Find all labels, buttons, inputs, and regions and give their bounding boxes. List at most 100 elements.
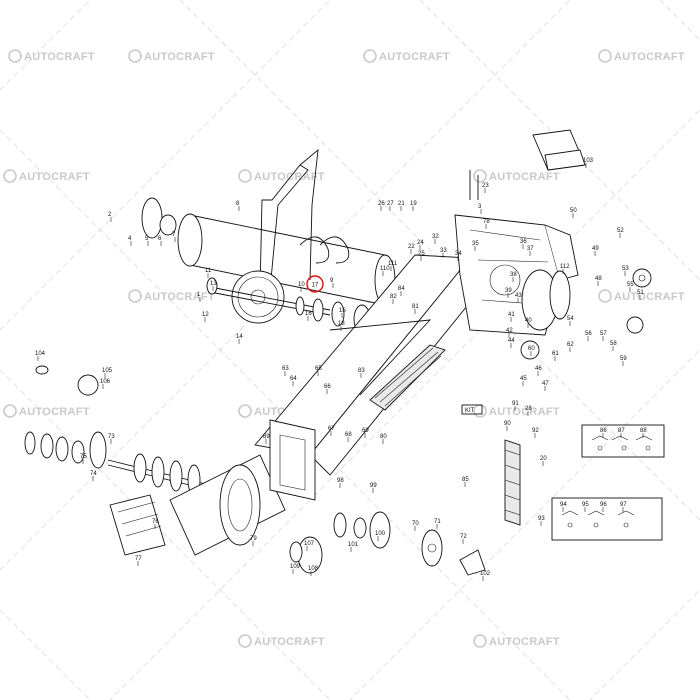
part-number-23: 23 — [482, 183, 489, 189]
part-number-21: 21 — [398, 201, 405, 207]
part-number-35: 35 — [472, 241, 479, 247]
part-number-45: 45 — [520, 376, 527, 382]
part-number-49: 49 — [592, 246, 599, 252]
part-number-77: 77 — [135, 556, 142, 562]
part-number-60: 60 — [528, 346, 535, 352]
part-number-97: 97 — [620, 502, 627, 508]
watermark: AUTOCRAFT — [473, 634, 560, 648]
part-number-85: 85 — [462, 477, 469, 483]
part-number-6: 6 — [158, 236, 162, 242]
watermark-logo-icon — [363, 49, 377, 63]
part-number-54: 54 — [567, 316, 574, 322]
part-number-27: 27 — [387, 201, 394, 207]
watermark-text: AUTOCRAFT — [144, 291, 215, 303]
part-number-4: 4 — [128, 236, 132, 242]
watermark-logo-icon — [8, 49, 22, 63]
part-number-53: 53 — [622, 266, 629, 272]
part-number-8: 8 — [236, 201, 240, 207]
watermark-logo-icon — [128, 289, 142, 303]
part-number-61: 61 — [552, 351, 559, 357]
discharge-chute — [469, 129, 586, 200]
main-frame-boom — [254, 254, 481, 476]
part-number-26: 26 — [378, 201, 385, 207]
part-number-64: 64 — [290, 376, 297, 382]
part-number-71: 71 — [434, 519, 441, 525]
watermark-logo-icon — [473, 404, 487, 418]
part-number-74: 74 — [90, 471, 97, 477]
watermark-text: AUTOCRAFT — [489, 171, 560, 183]
watermark-text: AUTOCRAFT — [489, 636, 560, 648]
part-number-69: 69 — [362, 428, 369, 434]
part-number-19: 19 — [410, 201, 417, 207]
part-number-107: 107 — [304, 541, 315, 547]
part-number-81: 81 — [412, 304, 419, 310]
kit-text: KIT — [465, 408, 475, 414]
watermark: AUTOCRAFT — [8, 49, 95, 63]
watermark-text: AUTOCRAFT — [379, 51, 450, 63]
part-number-5: 5 — [145, 236, 149, 242]
part-number-38: 38 — [510, 272, 517, 278]
part-number-46: 46 — [535, 366, 542, 372]
part-number-56: 56 — [585, 331, 592, 337]
part-number-92: 92 — [532, 428, 539, 434]
part-number-104: 104 — [35, 351, 46, 357]
part-number-110: 110 — [380, 266, 390, 272]
part-number-99: 99 — [370, 483, 377, 489]
highlight-callout-number: 17 — [312, 283, 319, 289]
part-number-73: 73 — [108, 434, 115, 440]
part-number-90: 90 — [504, 421, 511, 427]
highlight-ring — [306, 275, 324, 293]
watermark-text: AUTOCRAFT — [144, 51, 215, 63]
part-number-9: 9 — [330, 278, 334, 284]
part-number-51: 51 — [637, 290, 644, 296]
part-number-89: 89 — [263, 434, 270, 440]
watermark-logo-icon — [473, 169, 487, 183]
watermark: AUTOCRAFT — [3, 169, 90, 183]
part-number-28: 28 — [525, 406, 532, 412]
part-number-100: 100 — [375, 531, 386, 537]
part-number-58: 58 — [610, 341, 617, 347]
blower-assembly — [141, 148, 396, 336]
kit-label: KIT — [461, 404, 483, 415]
part-number-68: 68 — [345, 432, 352, 438]
part-number-86: 86 — [600, 428, 607, 434]
part-number-18: 18 — [338, 321, 345, 327]
watermark-logo-icon — [3, 169, 17, 183]
part-number-34: 34 — [455, 251, 462, 257]
watermark: AUTOCRAFT — [363, 49, 450, 63]
part-number-7: 7 — [172, 232, 176, 238]
watermark: AUTOCRAFT — [128, 289, 215, 303]
part-number-13: 13 — [210, 281, 217, 287]
part-number-10: 10 — [298, 282, 305, 288]
part-number-47: 47 — [542, 381, 549, 387]
leader-lines — [37, 163, 644, 581]
detail-box-chain-links-lower — [551, 497, 663, 541]
part-number-36: 36 — [520, 239, 527, 245]
part-number-12: 12 — [202, 312, 209, 318]
watermark: AUTOCRAFT — [598, 49, 685, 63]
watermark: AUTOCRAFT — [128, 49, 215, 63]
part-number-25: 25 — [418, 251, 425, 257]
part-number-112: 112 — [560, 264, 570, 270]
watermark: AUTOCRAFT — [598, 289, 685, 303]
part-number-95: 95 — [582, 502, 589, 508]
highlighted-callout: 17 — [306, 275, 324, 293]
watermark-logo-icon — [598, 49, 612, 63]
part-number-65: 65 — [315, 366, 322, 372]
watermark-text: AUTOCRAFT — [254, 171, 325, 183]
watermark-layer: AUTOCRAFT AUTOCRAFT AUTOCRAFT AUTOCRAFT AUTO… — [3, 49, 685, 648]
detail-box-chain-links-upper — [581, 424, 665, 458]
watermark: AUTOCRAFT — [3, 404, 90, 418]
part-number-87: 87 — [618, 428, 625, 434]
part-number-79: 79 — [250, 536, 257, 542]
part-number-72: 72 — [460, 534, 467, 540]
part-number-103: 103 — [583, 158, 594, 164]
part-number-33: 33 — [440, 248, 447, 254]
part-number-44: 44 — [508, 338, 515, 344]
watermark-logo-icon — [238, 169, 252, 183]
part-number-1: 1 — [197, 292, 201, 298]
